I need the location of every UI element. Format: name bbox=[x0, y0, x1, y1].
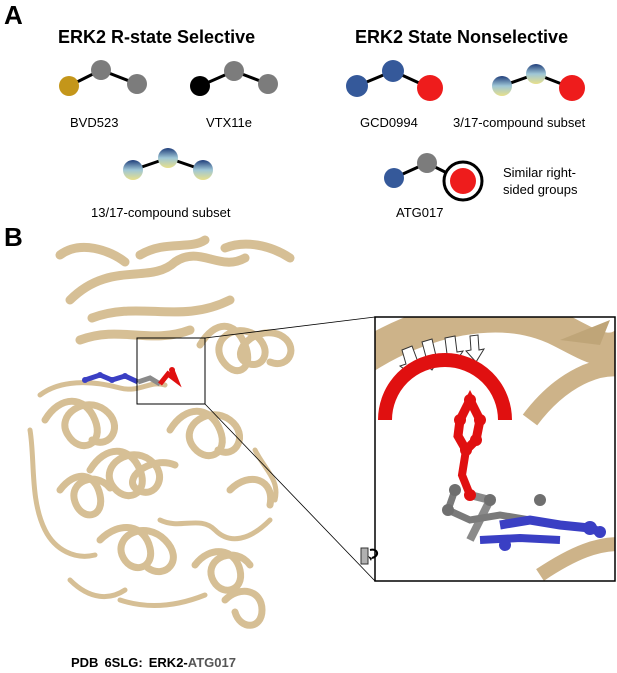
bvd523-left-node bbox=[59, 76, 79, 96]
similar-groups-note: Similar right- sided groups bbox=[503, 164, 577, 198]
gcd0994-label: GCD0994 bbox=[360, 115, 418, 130]
subset3-schematic bbox=[492, 64, 585, 101]
subset3-right-node bbox=[559, 75, 585, 101]
bvd523-label: BVD523 bbox=[70, 115, 119, 130]
caption-protein: ERK2- bbox=[148, 655, 188, 670]
atg017-schematic bbox=[384, 153, 484, 202]
bvd523-center-node bbox=[91, 60, 111, 80]
atg017-left-node bbox=[384, 168, 404, 188]
vtx11e-schematic bbox=[190, 61, 278, 96]
subset13-label: 13/17-compound subset bbox=[91, 205, 231, 220]
pdb-caption: PDB 6SLG: ERK2-ATG017 bbox=[71, 655, 236, 670]
bvd523-schematic bbox=[59, 60, 147, 96]
gcd0994-right-node bbox=[417, 75, 443, 101]
zoom-inset-frame bbox=[374, 316, 616, 582]
binding-site-box bbox=[136, 337, 206, 405]
selective-group-title: ERK2 R-state Selective bbox=[58, 27, 256, 47]
note-line-1: Similar right- bbox=[503, 165, 576, 180]
subset13-schematic bbox=[123, 148, 213, 180]
subset13-left-node bbox=[123, 160, 143, 180]
atg017-label: ATG017 bbox=[396, 205, 444, 220]
subset13-center-node bbox=[158, 148, 178, 168]
subset3-left-node bbox=[492, 76, 512, 96]
atg017-ligand-overview bbox=[82, 367, 182, 388]
vtx11e-label: VTX11e bbox=[206, 115, 253, 130]
binding-site-zoom bbox=[375, 317, 615, 581]
gcd0994-left-node bbox=[346, 75, 368, 97]
atg017-right-node bbox=[450, 168, 476, 194]
erk2-ribbon bbox=[27, 235, 295, 629]
rotate-icon bbox=[360, 547, 378, 565]
bvd523-right-node bbox=[127, 74, 147, 94]
caption-pdb: PDB bbox=[71, 655, 99, 670]
panel-label-b: B bbox=[4, 222, 23, 252]
subset13-right-node bbox=[193, 160, 213, 180]
subset3-label: 3/17-compound subset bbox=[453, 115, 586, 130]
subset3-center-node bbox=[526, 64, 546, 84]
caption-ligand: ATG017 bbox=[187, 655, 236, 670]
nonselective-group-title: ERK2 State Nonselective bbox=[355, 27, 569, 47]
note-line-2: sided groups bbox=[503, 182, 578, 197]
atg017-center-node bbox=[417, 153, 437, 173]
gcd0994-schematic bbox=[346, 60, 443, 101]
caption-code: 6SLG: bbox=[104, 655, 143, 670]
vtx11e-center-node bbox=[224, 61, 244, 81]
vtx11e-left-node bbox=[190, 76, 210, 96]
panel-label-a: A bbox=[4, 0, 23, 30]
gcd0994-center-node bbox=[382, 60, 404, 82]
vtx11e-right-node bbox=[258, 74, 278, 94]
